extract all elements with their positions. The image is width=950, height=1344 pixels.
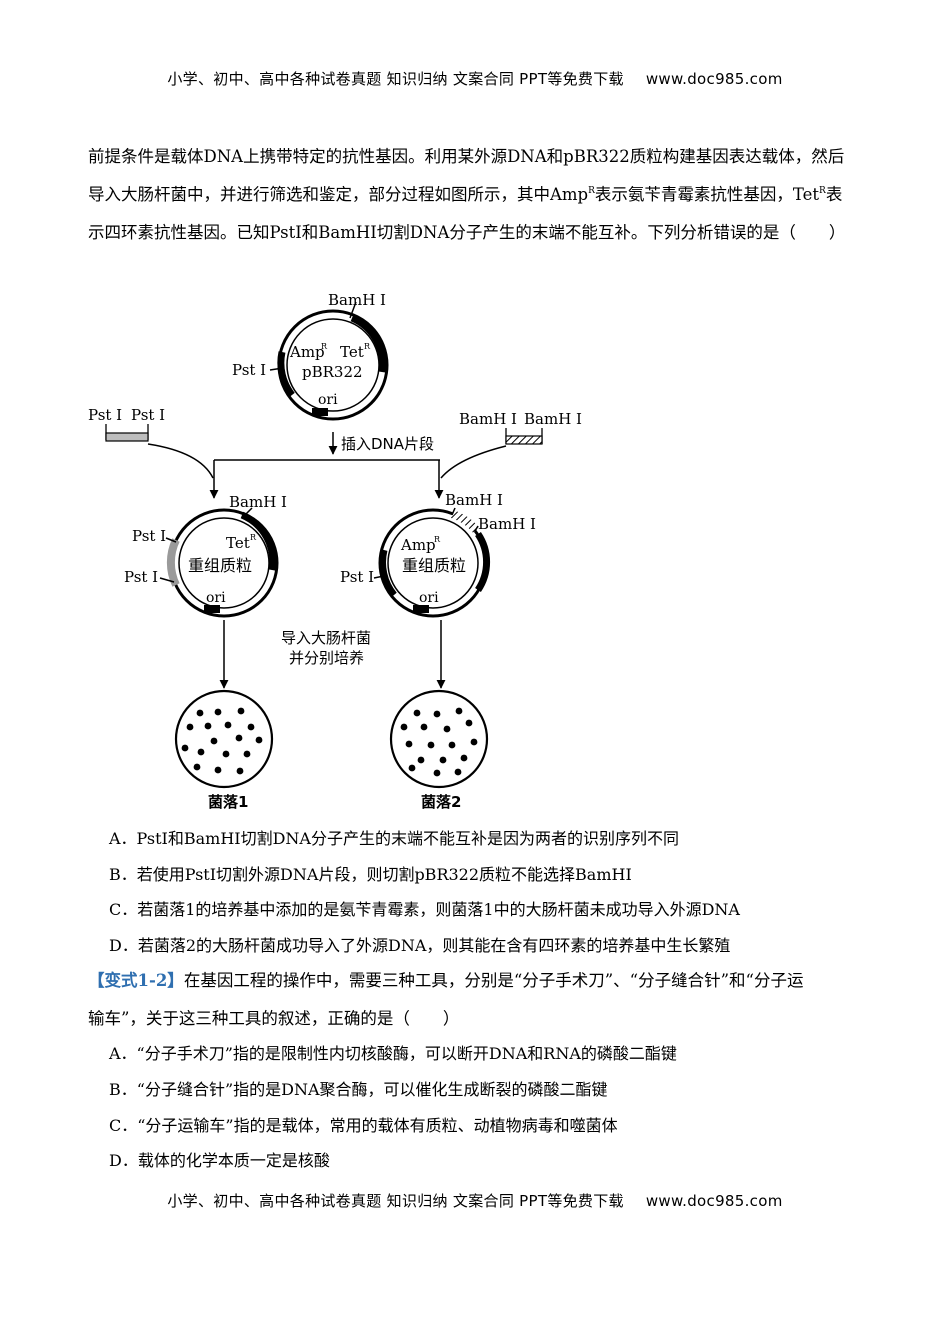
svg-text:BamH Ⅰ: BamH Ⅰ (229, 493, 287, 511)
svg-text:Pst Ⅰ: Pst Ⅰ (340, 568, 374, 586)
svg-text:Pst Ⅰ: Pst Ⅰ (88, 406, 122, 424)
pbr322-plasmid: BamH Ⅰ Pst Ⅰ Amp R Tet R pBR322 ori (232, 291, 389, 421)
insert-dna-label: 插入DNA片段 (341, 435, 434, 453)
culture-label-line1: 导入大肠杆菌 (281, 629, 371, 647)
colony1-label: 菌落1 (208, 793, 248, 811)
left-recombinant-plasmid: BamH Ⅰ Pst Ⅰ Pst Ⅰ Tet R 重组质粒 ori (124, 493, 287, 618)
q1-option-a: A．PstI和BamHI切割DNA分子产生的末端不能互补是因为两者的识别序列不同 (109, 829, 679, 848)
colony2-label: 菌落2 (421, 793, 461, 811)
svg-text:ori: ori (206, 590, 226, 606)
q2-option-a: A．“分子手术刀”指的是限制性内切核酸酶，可以断开DNA和RNA的磷酸二酯键 (109, 1044, 677, 1063)
svg-text:重组质粒: 重组质粒 (188, 556, 252, 575)
footer-text: 小学、初中、高中各种试卷真题 知识归纳 文案合同 PPT等免费下载 (167, 1192, 624, 1210)
pbr322-amp-label: Amp (289, 343, 325, 361)
svg-text:Amp: Amp (400, 536, 436, 554)
petri-dish-1 (174, 689, 274, 789)
svg-text:Pst Ⅰ: Pst Ⅰ (124, 568, 158, 586)
svg-text:重组质粒: 重组质粒 (402, 556, 466, 575)
svg-text:Tet: Tet (226, 534, 250, 552)
connector-arrows: 插入DNA片段 (147, 432, 507, 499)
right-recombinant-plasmid: BamH Ⅰ BamH Ⅰ Pst Ⅰ Amp R 重组质粒 ori (340, 491, 536, 618)
left-dna-fragment: Pst Ⅰ Pst Ⅰ (88, 406, 165, 442)
pbr322-pst-label: Pst Ⅰ (232, 361, 266, 379)
pbr322-name: pBR322 (302, 363, 363, 381)
q1-option-b: B．若使用PstI切割外源DNA片段，则切割pBR322质粒不能选择BamHI (109, 865, 632, 884)
pbr322-tet-label: Tet (340, 343, 364, 361)
page-header: 小学、初中、高中各种试卷真题 知识归纳 文案合同 PPT等免费下载 www.doc… (0, 68, 950, 89)
q2-option-d: D．载体的化学本质一定是核酸 (109, 1151, 330, 1170)
q2-option-c: C．“分子运输车”指的是载体，常用的载体有质粒、动植物病毒和噬菌体 (109, 1116, 618, 1135)
svg-text:Pst Ⅰ: Pst Ⅰ (131, 406, 165, 424)
header-url[interactable]: www.doc985.com (645, 70, 783, 88)
svg-text:R: R (364, 342, 371, 351)
page-footer: 小学、初中、高中各种试卷真题 知识归纳 文案合同 PPT等免费下载 www.doc… (0, 1190, 950, 1211)
svg-text:BamH Ⅰ: BamH Ⅰ (524, 410, 582, 428)
variant-tag: 【变式1-2】 (88, 971, 184, 990)
petri-dish-2 (389, 689, 489, 789)
svg-text:R: R (250, 533, 257, 542)
svg-text:BamH Ⅰ: BamH Ⅰ (445, 491, 503, 509)
q2-option-b: B．“分子缝合针”指的是DNA聚合酶，可以催化生成断裂的磷酸二酯键 (109, 1080, 608, 1099)
question-intro: 前提条件是载体DNA上携带特定的抗性基因。利用某外源DNA和pBR322质粒构建… (88, 147, 846, 242)
pbr322-bamh-label: BamH Ⅰ (328, 291, 386, 309)
header-text: 小学、初中、高中各种试卷真题 知识归纳 文案合同 PPT等免费下载 (167, 70, 624, 88)
svg-text:R: R (321, 342, 328, 351)
svg-text:BamH Ⅰ: BamH Ⅰ (478, 515, 536, 533)
svg-text:ori: ori (419, 590, 439, 606)
footer-url[interactable]: www.doc985.com (645, 1192, 783, 1210)
svg-text:Pst Ⅰ: Pst Ⅰ (132, 527, 166, 545)
q1-option-c: C．若菌落1的培养基中添加的是氨苄青霉素，则菌落1中的大肠杆菌未成功导入外源DN… (109, 900, 740, 919)
right-dna-fragment: BamH Ⅰ BamH Ⅰ (459, 410, 582, 445)
culture-label-line2: 并分别培养 (289, 649, 364, 667)
svg-text:R: R (434, 535, 441, 544)
pbr322-ori: ori (318, 392, 338, 408)
q1-option-d: D．若菌落2的大肠杆菌成功导入了外源DNA，则其能在含有四环素的培养基中生长繁殖 (109, 936, 731, 955)
svg-text:BamH Ⅰ: BamH Ⅰ (459, 410, 517, 428)
question2-stem: 【变式1-2】在基因工程的操作中，需要三种工具，分别是“分子手术刀”、“分子缝合… (88, 971, 804, 1028)
